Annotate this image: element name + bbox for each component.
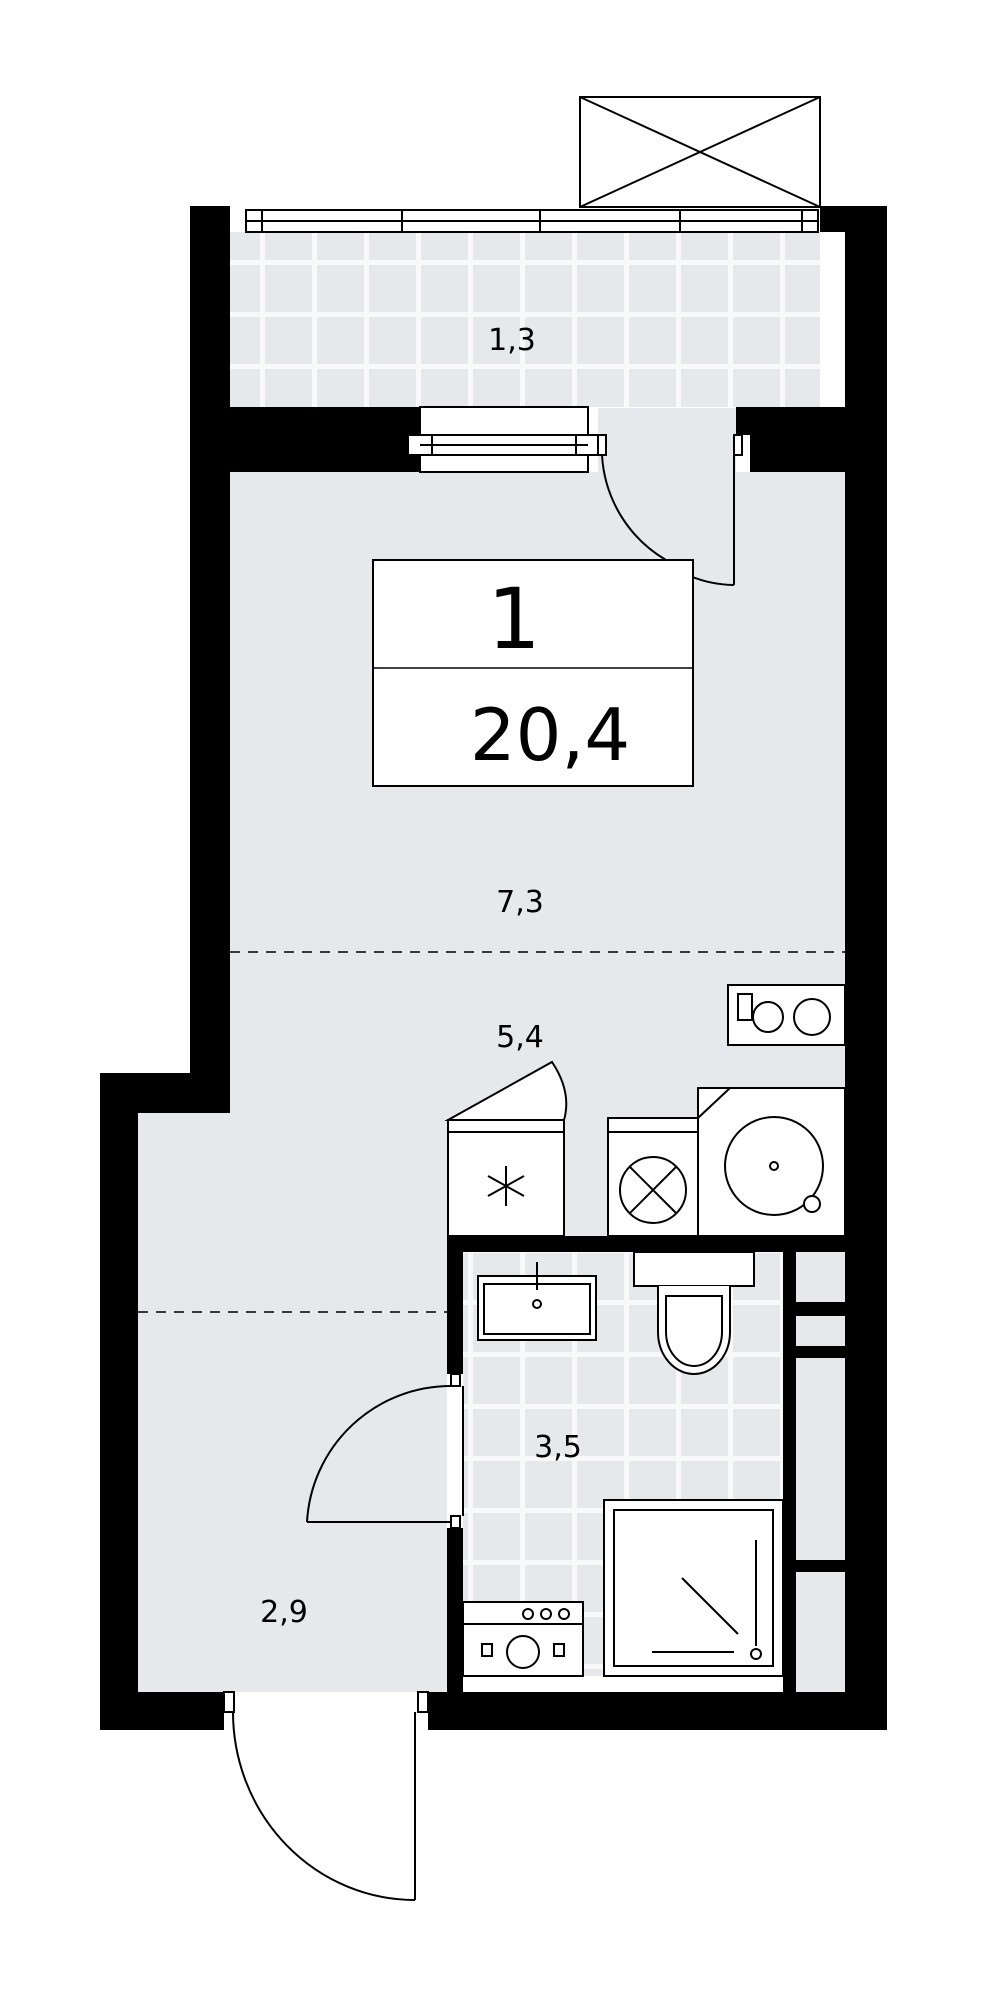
total-area: 20,4 (470, 693, 630, 777)
cooktop (727, 984, 846, 1046)
outer-wall-top-left-stub (190, 206, 228, 232)
bathroom-wall-right (783, 1236, 796, 1692)
freezer-icon (487, 1166, 525, 1206)
balcony-wall-left (190, 407, 420, 472)
balcony-storage-box (579, 96, 821, 208)
kitchen-area-label: 5,4 (496, 1020, 544, 1055)
area-labels: 1,3 7,3 5,4 3,5 2,9 (260, 323, 582, 1630)
living-area-label: 7,3 (496, 885, 544, 920)
balcony-window (407, 406, 601, 473)
shaft-floor (796, 1252, 846, 1692)
outer-wall-right (845, 206, 887, 1730)
balcony-area-label: 1,3 (488, 323, 536, 358)
balcony-wall-right-pier (750, 435, 846, 472)
unit-info-box: 1 20,4 (372, 559, 694, 787)
bathroom-wall-left-upper (447, 1236, 463, 1374)
kitchen-sink-icon (724, 1116, 824, 1216)
shaft-divider-1 (796, 1302, 846, 1316)
door-gap-floor (598, 408, 736, 472)
shaft-divider-3 (796, 1560, 846, 1572)
oven-icon (619, 1156, 687, 1224)
walls (100, 206, 887, 1730)
outer-wall-left-upper (190, 206, 230, 1106)
rooms-count: 1 (487, 570, 540, 668)
bathroom-area-label: 3,5 (534, 1430, 582, 1465)
shaft-divider-2 (796, 1346, 846, 1358)
entrance-door (223, 1691, 429, 1901)
balcony-floor (228, 232, 820, 407)
hall-floor (138, 1248, 447, 1692)
balcony-railing (245, 209, 819, 233)
outer-wall-top-right-stub (820, 206, 887, 232)
washbasin-icon (477, 1262, 597, 1341)
washing-machine-icon (462, 1601, 584, 1677)
bathroom-door (306, 1373, 464, 1529)
kitchen-counter (444, 1060, 846, 1237)
toilet-icon (633, 1251, 755, 1375)
hall-area-label: 2,9 (260, 1595, 308, 1630)
outer-wall-bottom-left (100, 1692, 224, 1730)
balcony-wall-right (736, 407, 846, 435)
shower-tray-icon (603, 1499, 784, 1677)
outer-wall-bottom-right (428, 1692, 887, 1730)
bathroom-wall-top (447, 1236, 845, 1252)
bathroom-wall-left-lower (447, 1528, 463, 1698)
outer-wall-left-lower (100, 1073, 138, 1730)
